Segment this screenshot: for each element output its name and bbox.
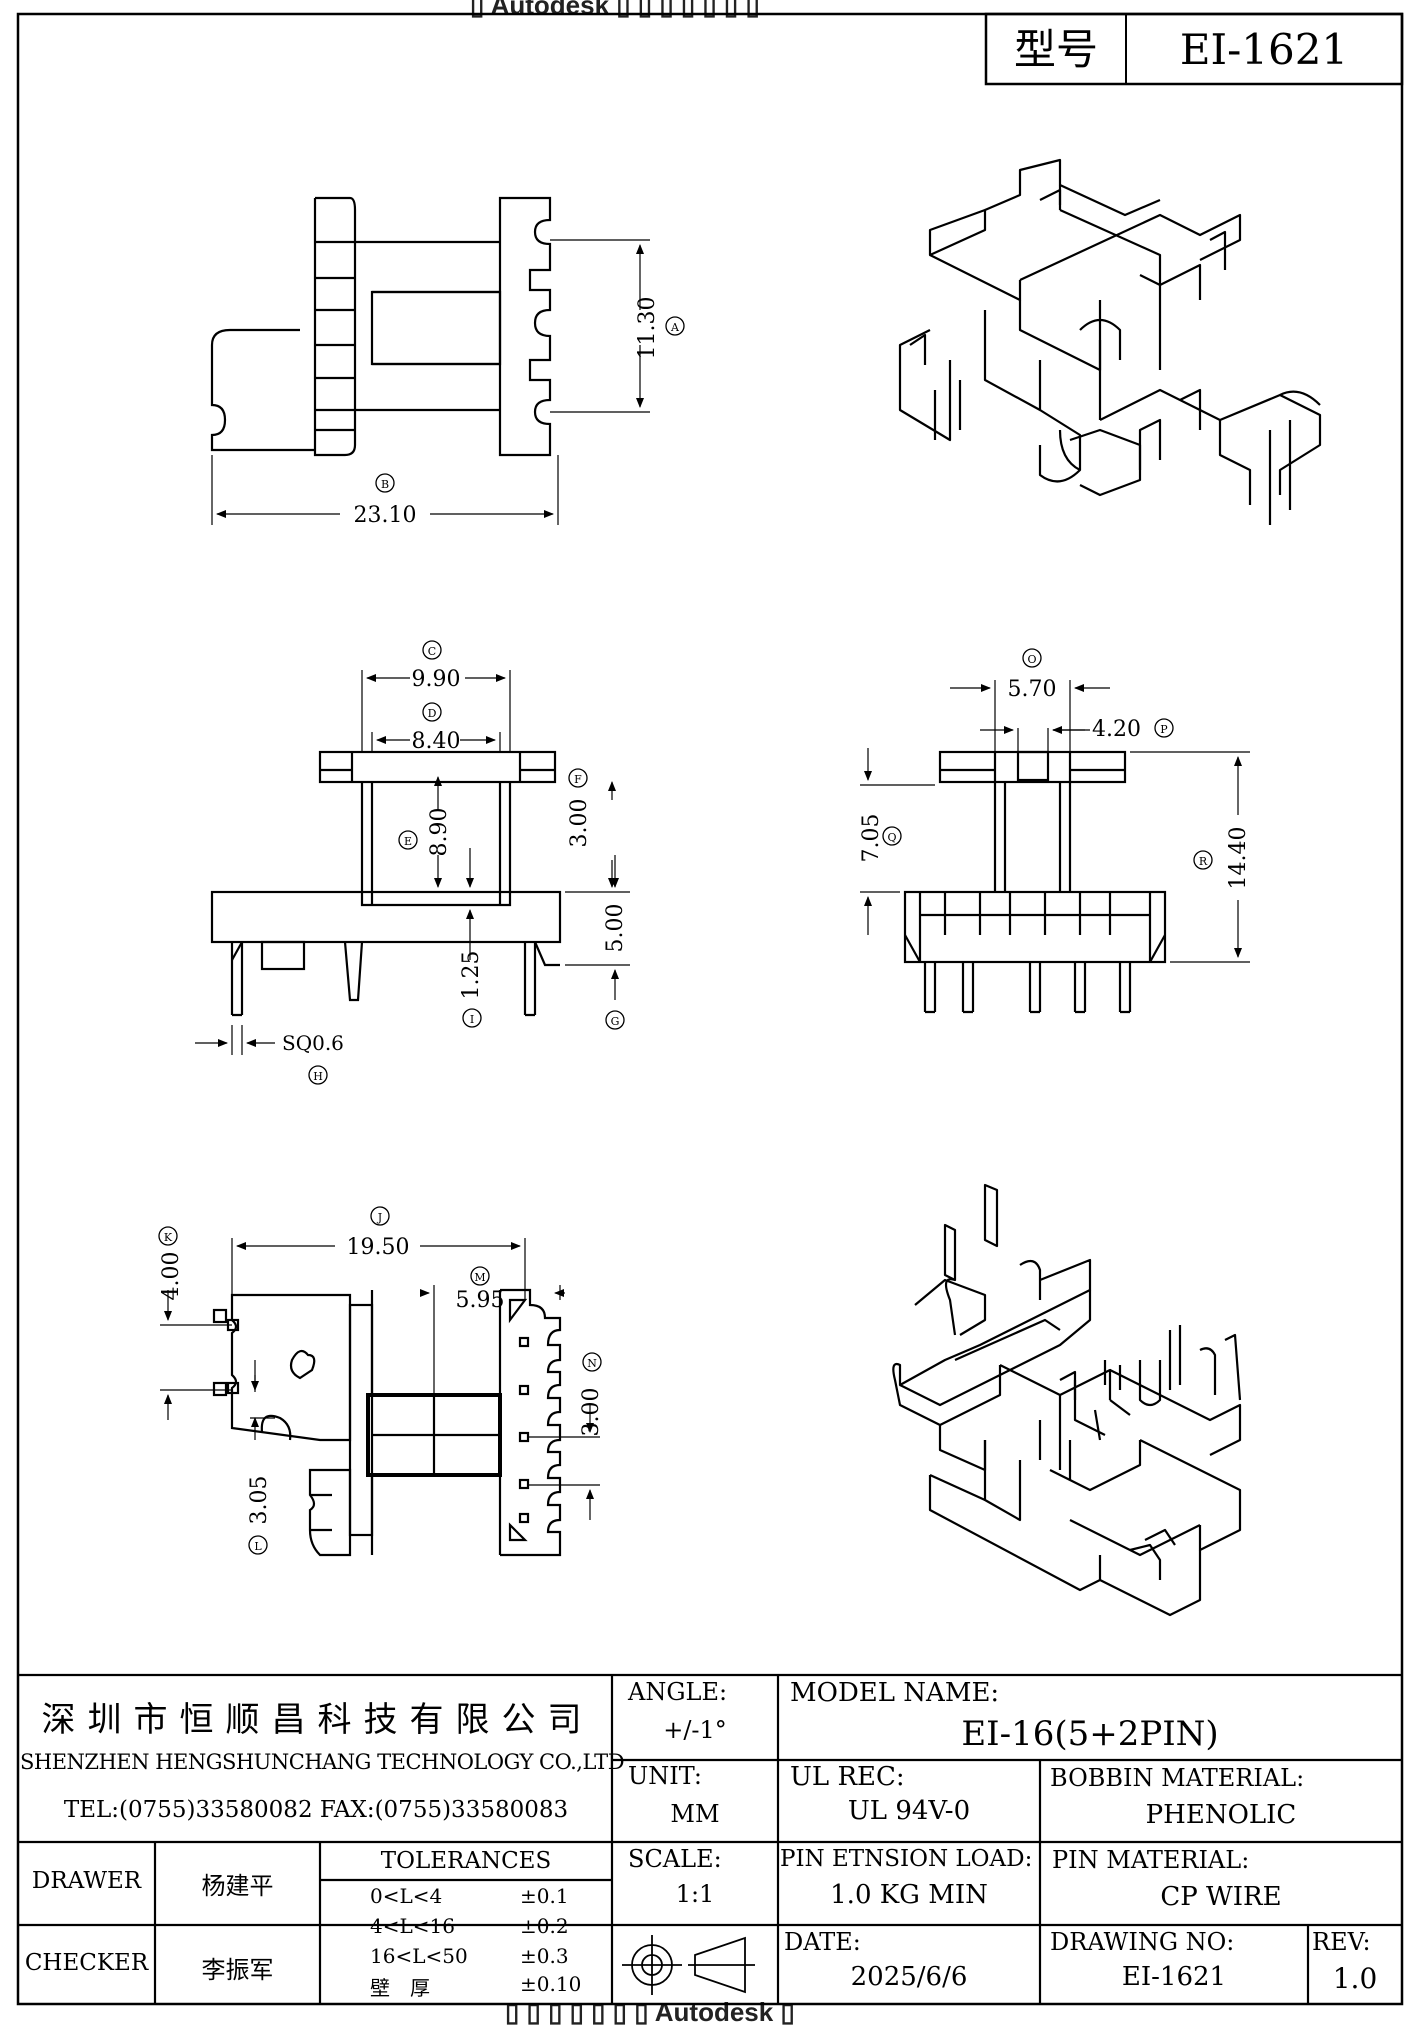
dim-9-90: 9.90 (412, 667, 461, 692)
tag-d: D (428, 707, 437, 720)
tolerance-value: ±0.2 (520, 1914, 569, 1938)
model-name-label: MODEL NAME: (790, 1678, 1000, 1708)
dim-4-00: 4.00 (159, 1252, 184, 1301)
tag-r: R (1199, 855, 1208, 868)
dim-5-70: 5.70 (1008, 677, 1057, 702)
dim-3-00-front: 3.00 (567, 799, 592, 848)
tag-k: K (164, 1231, 173, 1244)
top-view (210, 196, 552, 457)
tag-b: B (381, 478, 389, 491)
pin-load-value: 1.0 KG MIN (830, 1880, 988, 1910)
drawing-no-value: EI-1621 (1121, 1962, 1227, 1992)
tolerance-range: 4<L<16 (370, 1914, 455, 1938)
dim-5-00: 5.00 (603, 904, 628, 953)
tag-a: A (670, 321, 680, 334)
tolerance-row: 壁 厚 ±0.10 (370, 1972, 600, 2001)
tag-m: M (474, 1271, 485, 1284)
tag-f: F (574, 773, 582, 786)
company-en: SHENZHEN HENGSHUNCHANG TECHNOLOGY CO.,LT… (20, 1750, 625, 1774)
model-label: 型号 (1014, 25, 1098, 74)
top-view-dims (211, 239, 650, 525)
dim-5-95: 5.95 (456, 1288, 505, 1313)
title-block-grid (18, 1673, 1402, 2004)
iso-view-bottom (892, 1183, 1242, 1617)
tag-o: O (1027, 653, 1036, 666)
drawer-name: 杨建平 (201, 1872, 274, 1900)
dim-8-90: 8.90 (427, 808, 452, 857)
tolerance-row: 0<L<4 ±0.1 (370, 1884, 600, 1908)
pin-material-label: PIN MATERIAL: (1052, 1846, 1250, 1874)
tag-i: I (470, 1013, 474, 1026)
tolerance-range: 0<L<4 (370, 1884, 443, 1908)
tag-c: C (428, 645, 436, 658)
rev-label: REV: (1312, 1928, 1371, 1956)
pin-material-value: CP WIRE (1160, 1882, 1282, 1912)
dim-3-05: 3.05 (247, 1476, 272, 1525)
tag-q: Q (887, 831, 896, 844)
unit-value: MM (670, 1800, 720, 1828)
date-value: 2025/6/6 (850, 1962, 968, 1992)
company-cn: 深圳市恒顺昌科技有限公司 (41, 1700, 594, 1740)
dim-11-30: 11.30 (635, 297, 660, 360)
dim-7-05: 7.05 (859, 814, 884, 863)
bobbin-value: PHENOLIC (1145, 1800, 1297, 1830)
dim-19-50: 19.50 (347, 1235, 410, 1260)
dim-3-00-bottom: 3.00 (579, 1388, 604, 1437)
iso-view-top (898, 158, 1322, 525)
company-contact: TEL:(0755)33580082 FAX:(0755)33580083 (63, 1797, 569, 1823)
tolerance-range: 壁 厚 (370, 1976, 430, 2000)
bobbin-label: BOBBIN MATERIAL: (1050, 1764, 1305, 1792)
rev-value: 1.0 (1332, 1962, 1378, 1995)
angle-value: +/-1° (663, 1716, 727, 1744)
tag-e: E (404, 835, 412, 848)
tag-g: G (611, 1015, 620, 1028)
tag-h: H (313, 1070, 323, 1083)
tag-j: J (377, 1211, 382, 1224)
checker-label: CHECKER (24, 1950, 149, 1976)
model-header-box: 型号 EI-1621 (984, 12, 1404, 86)
drawer-label: DRAWER (31, 1868, 142, 1894)
ul-value: UL 94V-0 (847, 1796, 971, 1826)
front-view (210, 750, 562, 1017)
model-name-value: EI-16(5+2PIN) (961, 1714, 1219, 1754)
scale-label: SCALE: (628, 1845, 722, 1873)
dim-8-40: 8.40 (412, 729, 461, 754)
tag-l: L (254, 1540, 262, 1553)
tag-p: P (1160, 723, 1168, 736)
model-value: EI-1621 (1180, 25, 1348, 74)
side-view (903, 750, 1167, 1014)
tolerance-value: ±0.1 (520, 1884, 569, 1908)
dim-sq0-6: SQ0.6 (282, 1031, 344, 1055)
tolerance-value: ±0.10 (520, 1972, 582, 1996)
tag-n: N (587, 1357, 597, 1370)
dim-4-20: 4.20 (1092, 717, 1141, 742)
tolerances-label: TOLERANCES (380, 1848, 552, 1874)
sheet-border (16, 12, 1404, 2006)
tolerance-range: 16<L<50 (370, 1944, 468, 1968)
ul-label: UL REC: (790, 1762, 905, 1792)
dim-1-25: 1.25 (459, 951, 484, 1000)
checker-name: 李振军 (201, 1956, 274, 1984)
unit-label: UNIT: (628, 1762, 702, 1790)
scale-value: 1:1 (675, 1880, 715, 1908)
tolerance-value: ±0.3 (520, 1944, 569, 1968)
dim-23-10: 23.10 (354, 503, 417, 528)
date-label: DATE: (784, 1928, 861, 1956)
angle-label: ANGLE: (628, 1678, 728, 1706)
tolerance-row: 4<L<16 ±0.2 (370, 1914, 600, 1938)
bottom-view-dims (160, 1238, 600, 1520)
pin-load-label: PIN ETNSION LOAD: (780, 1846, 1033, 1872)
drawing-no-label: DRAWING NO: (1050, 1928, 1235, 1956)
side-view-dims (860, 680, 1250, 963)
projection-symbol (622, 1935, 755, 1995)
tolerance-row: 16<L<50 ±0.3 (370, 1944, 600, 1968)
front-view-dims (195, 670, 630, 1055)
dim-14-40: 14.40 (1226, 827, 1251, 890)
